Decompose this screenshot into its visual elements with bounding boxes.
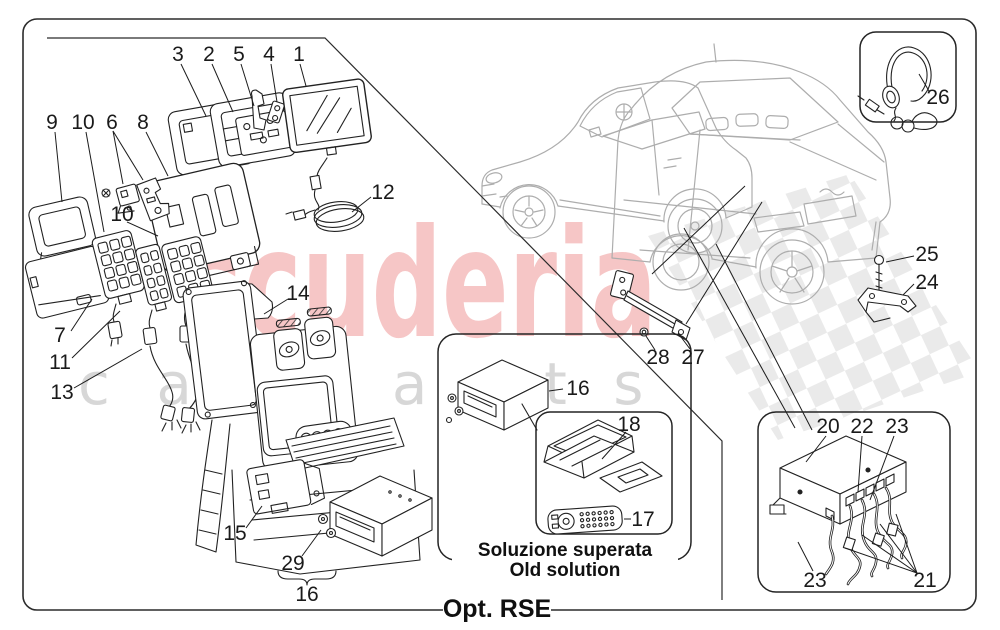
callout-23: 23: [803, 569, 826, 592]
callout-2: 2: [203, 43, 215, 66]
cd-holder: [543, 419, 635, 479]
callout-9: 9: [46, 111, 58, 134]
headphones: [857, 46, 938, 133]
callout-13: 13: [50, 381, 73, 404]
callout-14: 14: [286, 282, 310, 305]
callout-16: 16: [295, 583, 318, 606]
monitor-cable: [285, 157, 365, 232]
callout-8: 8: [137, 111, 149, 134]
disc-booklet: [599, 461, 663, 493]
radio-unit-new: [317, 475, 433, 557]
support-clip-5: [250, 89, 267, 131]
callout-26: 26: [926, 86, 949, 109]
callout-11: 11: [49, 351, 71, 374]
callout-29: 29: [281, 552, 304, 575]
remote-control: [547, 505, 623, 535]
mount-brackets-6: [101, 177, 170, 222]
callout-7: 7: [54, 324, 66, 347]
callout-18: 18: [617, 413, 640, 436]
callout-25: 25: [915, 243, 938, 266]
callout-22: 22: [850, 415, 873, 438]
callout-20: 20: [816, 415, 839, 438]
callout-27: 27: [681, 346, 704, 369]
callout-10: 10: [71, 111, 94, 134]
old-solution-inner-box: [535, 411, 673, 535]
monitor-bracket-plate: [235, 109, 294, 156]
screw-and-bracket: [857, 254, 917, 323]
callout-3: 3: [172, 43, 184, 66]
option-label: Opt. RSE: [443, 595, 551, 623]
car-rear-three-quarter-view: [611, 43, 891, 305]
callout-28: 28: [646, 346, 669, 369]
old-solution-caption-it: Soluzione superata: [478, 540, 653, 561]
radio-unit-old: [445, 359, 549, 431]
bezel-frame-9: [28, 196, 96, 265]
old-solution-caption-en: Old solution: [510, 560, 621, 581]
callout-24: 24: [915, 271, 939, 294]
rse-monitor: [282, 78, 372, 156]
callout-15: 15: [223, 522, 246, 545]
callout-21: 21: [913, 569, 936, 592]
callout-1: 1: [293, 43, 305, 66]
keypad-unit-b: [135, 243, 173, 312]
callout-leader-lines: [54, 63, 930, 574]
ecu-cables: [824, 486, 908, 586]
car-leader-lines: [651, 185, 813, 431]
mounting-rail: [609, 270, 691, 341]
checkered-flag-watermark: [648, 174, 980, 440]
captions: Soluzione superata Old solution Opt. RSE: [443, 538, 678, 623]
callout-6: 6: [106, 111, 118, 134]
assembly-brace: [277, 570, 337, 586]
callout-4: 4: [263, 43, 275, 66]
callout-16: 16: [566, 377, 589, 400]
radio-support-bracket: [246, 459, 326, 515]
callout-17: 17: [631, 508, 654, 531]
callout-5: 5: [233, 43, 245, 66]
callout-12: 12: [371, 181, 394, 204]
callout-23: 23: [885, 415, 908, 438]
center-console-assembly: [182, 280, 421, 575]
callout-10: 10: [110, 203, 133, 226]
headphones-box: [859, 31, 957, 123]
ecu-box: [757, 411, 951, 593]
